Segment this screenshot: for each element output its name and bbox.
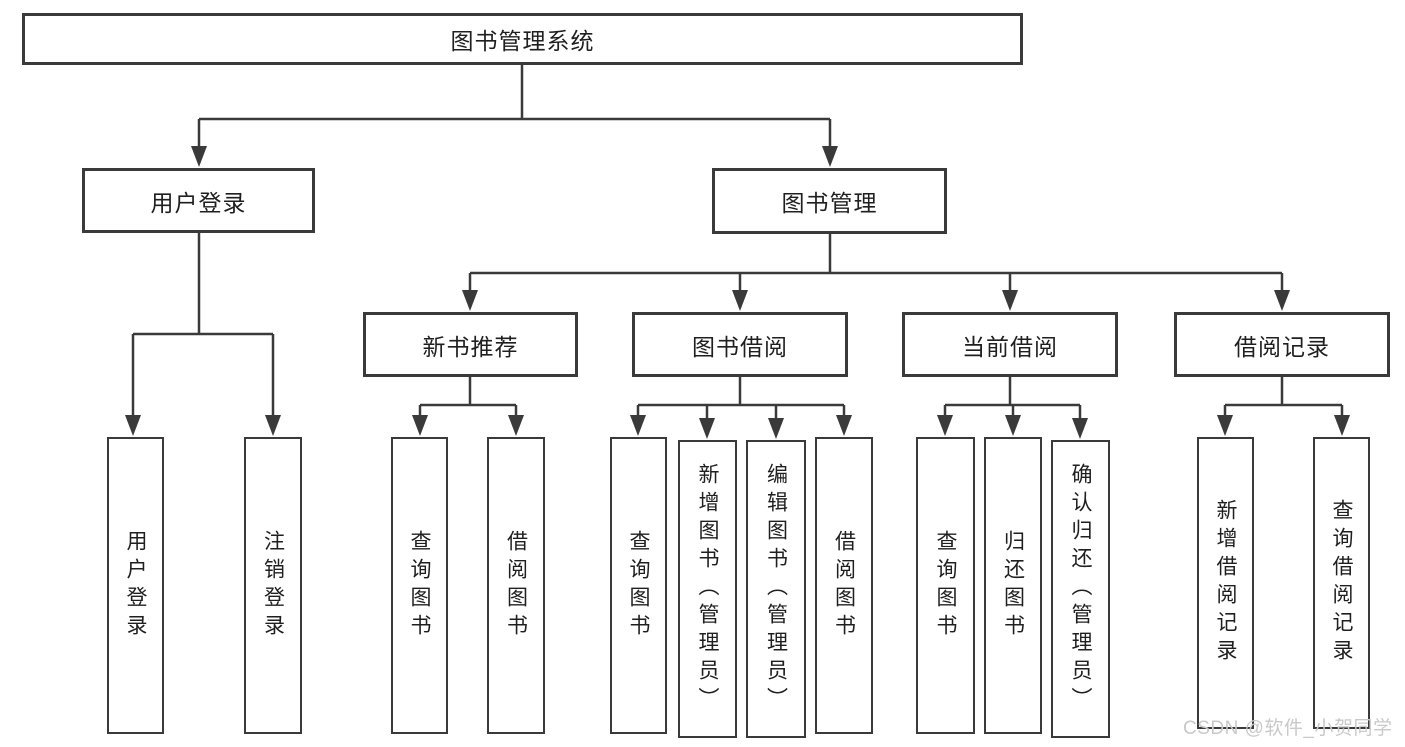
- node-user-login-label: 用户登录: [150, 189, 247, 216]
- node-leaf-edit-book-admin: 编辑图书（管理员）: [746, 440, 806, 738]
- node-leaf-query-borrow-record-label: 查询借阅记录: [1330, 499, 1353, 667]
- node-library-system-label: 图书管理系统: [450, 28, 595, 54]
- node-book-borrowing: 图书借阅: [632, 312, 848, 377]
- node-leaf-confirm-return-admin-label: 确认归还（管理员）: [1069, 463, 1092, 715]
- node-leaf-return-books: 归还图书: [984, 437, 1042, 734]
- node-leaf-borrow-books-1-label: 借阅图书: [504, 529, 528, 642]
- node-leaf-borrow-books-1: 借阅图书: [487, 437, 545, 734]
- node-user-login: 用户登录: [82, 168, 315, 233]
- node-leaf-query-borrow-record: 查询借阅记录: [1313, 437, 1370, 729]
- node-leaf-query-books-2: 查询图书: [610, 437, 667, 734]
- node-book-borrowing-label: 图书借阅: [692, 333, 788, 360]
- node-leaf-user-login-label: 用户登录: [124, 529, 147, 642]
- node-new-book-recommendation-label: 新书推荐: [422, 333, 519, 360]
- node-leaf-edit-book-admin-label: 编辑图书（管理员）: [764, 463, 788, 715]
- node-leaf-query-books-3: 查询图书: [916, 437, 975, 734]
- node-leaf-user-login: 用户登录: [107, 437, 164, 734]
- node-leaf-borrow-books-2-label: 借阅图书: [832, 529, 856, 642]
- node-leaf-query-books-1-label: 查询图书: [408, 529, 431, 642]
- node-leaf-add-borrow-record-label: 新增借阅记录: [1214, 499, 1237, 667]
- node-leaf-query-books-2-label: 查询图书: [627, 529, 650, 642]
- node-borrowing-records: 借阅记录: [1174, 312, 1390, 377]
- node-leaf-borrow-books-2: 借阅图书: [815, 437, 873, 734]
- node-leaf-return-books-label: 归还图书: [1001, 529, 1025, 642]
- node-book-management-label: 图书管理: [781, 190, 878, 216]
- node-borrowing-records-label: 借阅记录: [1234, 333, 1330, 360]
- node-leaf-confirm-return-admin: 确认归还（管理员）: [1051, 440, 1110, 738]
- node-leaf-logout: 注销登录: [244, 437, 302, 734]
- node-leaf-add-borrow-record: 新增借阅记录: [1197, 437, 1254, 729]
- node-leaf-logout-label: 注销登录: [261, 529, 285, 642]
- node-library-system: 图书管理系统: [22, 13, 1023, 65]
- node-book-management: 图书管理: [712, 168, 947, 234]
- node-leaf-query-books-3-label: 查询图书: [934, 529, 957, 642]
- csdn-watermark: CSDN @软件_小贺同学: [1183, 718, 1393, 739]
- node-leaf-add-book-admin-label: 新增图书（管理员）: [696, 463, 719, 715]
- node-leaf-add-book-admin: 新增图书（管理员）: [678, 440, 737, 738]
- node-current-borrowing-label: 当前借阅: [962, 333, 1058, 360]
- node-new-book-recommendation: 新书推荐: [363, 312, 578, 377]
- node-leaf-query-books-1: 查询图书: [391, 437, 448, 734]
- node-current-borrowing: 当前借阅: [902, 312, 1118, 377]
